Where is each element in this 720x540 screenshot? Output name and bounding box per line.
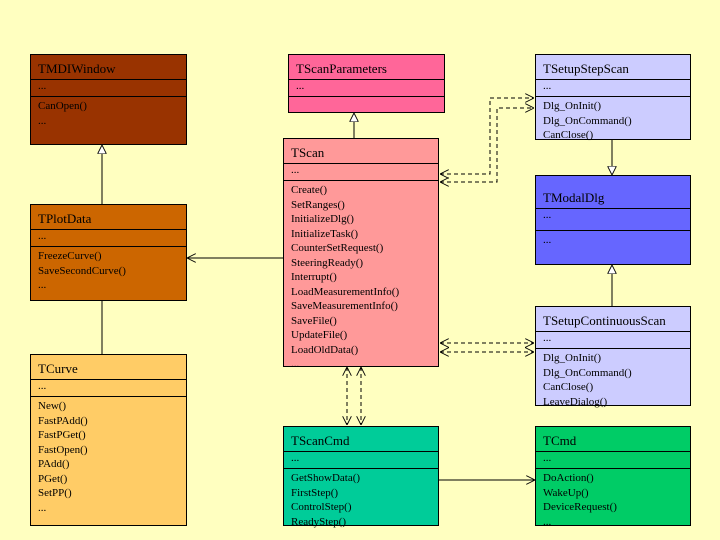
class-attributes: ... [289, 80, 444, 97]
operation: ... [543, 234, 552, 246]
operation: Dlg_OnCommand() [543, 366, 632, 379]
class-name: TScan [284, 139, 438, 164]
operation: WakeUp() [543, 486, 589, 499]
class-operations [289, 97, 444, 99]
operation: UpdateFile() [291, 329, 348, 341]
operation: ... [38, 501, 47, 514]
operation: ... [38, 114, 47, 127]
class-attributes: ... [536, 80, 690, 97]
operation: ... [38, 279, 47, 291]
operation: FreezeCurve() [38, 250, 102, 262]
class-name: TMDIWindow [31, 55, 186, 80]
class-attributes: ... [31, 230, 186, 247]
class-name: TScanCmd [284, 427, 438, 452]
operation: ... [291, 358, 300, 370]
operation: Create() [291, 184, 328, 196]
operation: FastOpen() [38, 443, 88, 456]
operation: DeviceRequest() [543, 501, 617, 513]
operation: Dlg_OnInit() [543, 100, 602, 112]
class-attributes: ... [31, 380, 186, 397]
operation: New() [38, 400, 67, 412]
operation: Dlg_OnInit() [543, 352, 602, 364]
class-box-tsetupstepscan[interactable]: TSetupStepScan ... Dlg_OnInit() Dlg_OnCom… [535, 54, 691, 143]
operation: PAdd() [38, 458, 70, 470]
operation: DoAction() [543, 472, 594, 484]
operation: CanOpen() [38, 100, 87, 112]
operation: GetShowData() [291, 472, 361, 484]
link-tscan-tsetupstepscan-b [440, 108, 534, 182]
class-operations: DoAction() WakeUp() DeviceRequest()... [536, 469, 690, 529]
operation: SetPP() [38, 487, 72, 499]
class-name: TCurve [31, 355, 186, 380]
class-attributes: ... [31, 80, 186, 97]
operation: LeaveDialog() [543, 395, 608, 408]
operation: InitializeTask() [291, 227, 359, 240]
class-operations: FreezeCurve() SaveSecondCurve()... [31, 247, 186, 293]
operation: SaveSecondCurve() [38, 264, 126, 277]
class-box-tmodaldlg[interactable]: TModalDlg ... ... [535, 175, 691, 265]
class-name: TModalDlg [536, 176, 690, 209]
class-operations: Dlg_OnInit() Dlg_OnCommand() CanClose() [536, 97, 690, 143]
class-box-tplotdata[interactable]: TPlotData ... FreezeCurve() SaveSecondCur… [30, 204, 187, 301]
class-box-tscanparameters[interactable]: TScanParameters ... [288, 54, 445, 113]
operation: CounterSetRequest() [291, 242, 384, 254]
operation: SteeringReady() [291, 256, 364, 269]
operation: SaveFile() [291, 314, 337, 327]
operation: Interrupt() [291, 271, 337, 283]
operation: FirstStep() [291, 486, 339, 499]
operation: LoadOldData() [291, 343, 359, 356]
class-operations: Create() SetRanges() InitializeDlg() Initia… [284, 181, 438, 372]
class-box-tscancmd[interactable]: TScanCmd ... GetShowData() FirstStep() Con… [283, 426, 439, 529]
class-operations: ... [536, 231, 690, 248]
operation: CanClose() [543, 381, 594, 393]
class-name: TScanParameters [289, 55, 444, 80]
class-operations: Dlg_OnInit() Dlg_OnCommand() CanClose() Lea… [536, 349, 690, 409]
operation: FastPGet() [38, 429, 86, 441]
class-name: TCmd [536, 427, 690, 452]
operation: ControlStep() [291, 501, 352, 513]
class-box-tcmd[interactable]: TCmd ... DoAction() WakeUp() DeviceRequest… [535, 426, 691, 529]
operation: FastPAdd() [38, 414, 88, 427]
operation: ReadyStep() [291, 515, 346, 528]
operation: LoadMeasurementInfo() [291, 285, 400, 298]
operation: InitializeDlg() [291, 213, 354, 225]
class-operations: CanOpen()... [31, 97, 186, 128]
operation: SetRanges() [291, 198, 345, 211]
operation: SaveMeasurementInfo() [291, 300, 398, 312]
operation: PGet() [38, 472, 68, 485]
class-attributes: ... [536, 332, 690, 349]
class-operations: GetShowData() FirstStep() ControlStep() Rea… [284, 469, 438, 529]
class-operations: New() FastPAdd() FastPGet() FastOpen() PAdd(… [31, 397, 186, 515]
class-attributes: ... [536, 452, 690, 469]
operation: ... [543, 515, 552, 528]
operation: Dlg_OnCommand() [543, 114, 632, 127]
class-attributes: ... [284, 452, 438, 469]
class-name: TSetupStepScan [536, 55, 690, 80]
link-tscan-tsetupstepscan-a [440, 98, 534, 174]
class-name: TSetupContinuousScan [536, 307, 690, 332]
class-attributes: ... [284, 164, 438, 181]
class-attributes: ... [536, 209, 690, 231]
class-box-tcurve[interactable]: TCurve ... New() FastPAdd() FastPGet() Fast… [30, 354, 187, 526]
class-name: TPlotData [31, 205, 186, 230]
class-box-tscan[interactable]: TScan ... Create() SetRanges() InitializeD… [283, 138, 439, 370]
operation: CanClose() [543, 129, 594, 141]
class-box-tsetupcontinuousscan[interactable]: TSetupContinuousScan ... Dlg_OnInit()Dlg… [535, 306, 691, 409]
class-box-tmdiwindow[interactable]: TMDIWindow ... CanOpen()... [30, 54, 187, 145]
